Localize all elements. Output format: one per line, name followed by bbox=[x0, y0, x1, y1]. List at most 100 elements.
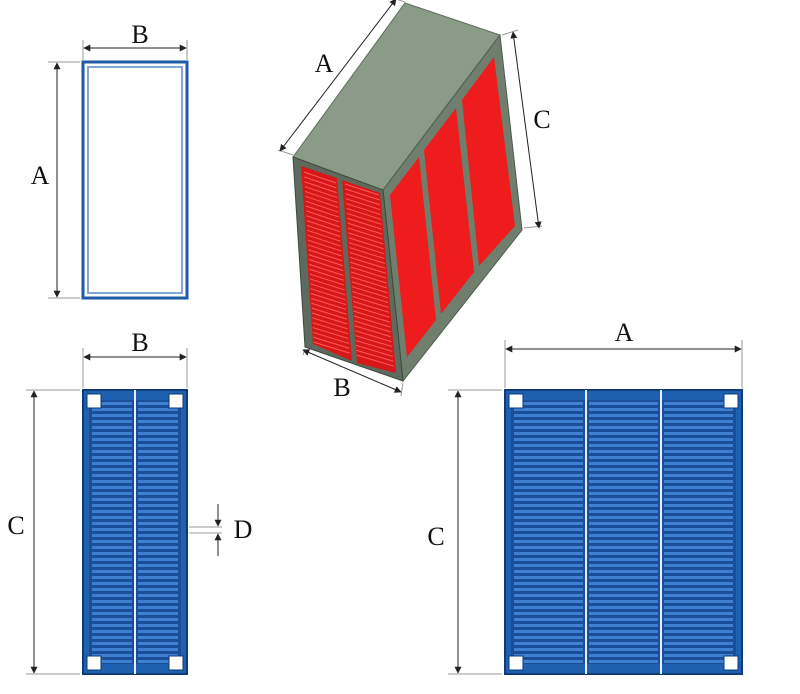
louvre-line bbox=[344, 183, 380, 196]
slat bbox=[514, 504, 583, 507]
louvre-line bbox=[308, 254, 343, 267]
louvre-line bbox=[348, 232, 384, 245]
slat bbox=[664, 462, 733, 465]
slat bbox=[514, 510, 583, 513]
louvre-line bbox=[350, 271, 387, 284]
front-frame-inner bbox=[87, 66, 183, 294]
slat bbox=[138, 660, 178, 663]
iso-right-panel-2 bbox=[424, 108, 474, 314]
slat bbox=[138, 552, 178, 555]
louvre-line bbox=[304, 190, 338, 203]
louvre-line bbox=[351, 276, 388, 289]
slat bbox=[664, 450, 733, 453]
louvre-line bbox=[308, 249, 343, 262]
slat bbox=[92, 468, 132, 471]
slat bbox=[589, 618, 658, 621]
pitch-label: D bbox=[234, 515, 253, 544]
slat bbox=[138, 474, 178, 477]
slat bbox=[92, 498, 132, 501]
slat bbox=[138, 510, 178, 513]
louvre-line bbox=[309, 278, 345, 291]
slat bbox=[589, 594, 658, 597]
louvre-line bbox=[347, 222, 383, 235]
slat bbox=[664, 558, 733, 561]
slat bbox=[589, 570, 658, 573]
slat bbox=[514, 630, 583, 633]
slat bbox=[138, 582, 178, 585]
slat bbox=[92, 582, 132, 585]
slat bbox=[589, 612, 658, 615]
slat bbox=[664, 474, 733, 477]
slat bbox=[589, 630, 658, 633]
side-slats bbox=[86, 390, 184, 674]
corner-bracket bbox=[723, 393, 739, 409]
slat bbox=[138, 528, 178, 531]
louvre-line bbox=[311, 312, 348, 325]
slat bbox=[92, 510, 132, 513]
slat bbox=[664, 408, 733, 411]
slat bbox=[138, 624, 178, 627]
slat bbox=[664, 564, 733, 567]
slat bbox=[138, 588, 178, 591]
slat bbox=[138, 432, 178, 435]
slat bbox=[92, 456, 132, 459]
louvre-line bbox=[354, 325, 392, 338]
front-view: B A bbox=[31, 20, 189, 300]
slat bbox=[514, 534, 583, 537]
slat bbox=[138, 534, 178, 537]
slat bbox=[92, 546, 132, 549]
slat bbox=[589, 546, 658, 549]
louvre-line bbox=[348, 242, 385, 255]
louvre-line bbox=[312, 322, 349, 335]
face-view: A C bbox=[427, 318, 743, 675]
louvre-line bbox=[303, 171, 337, 184]
slat bbox=[514, 546, 583, 549]
slat bbox=[664, 480, 733, 483]
slat bbox=[92, 528, 132, 531]
slat bbox=[92, 486, 132, 489]
louvre-line bbox=[309, 268, 344, 281]
slat bbox=[589, 510, 658, 513]
face-slats bbox=[508, 390, 739, 674]
slat bbox=[589, 492, 658, 495]
slat bbox=[664, 582, 733, 585]
slat bbox=[664, 486, 733, 489]
slat bbox=[514, 558, 583, 561]
slat bbox=[138, 516, 178, 519]
louvre-line bbox=[345, 198, 381, 211]
corner-bracket bbox=[86, 393, 102, 409]
slat bbox=[664, 552, 733, 555]
louvre-line bbox=[349, 247, 385, 260]
slat bbox=[589, 426, 658, 429]
slat bbox=[589, 540, 658, 543]
slat bbox=[92, 420, 132, 423]
slat bbox=[664, 612, 733, 615]
slat bbox=[589, 558, 658, 561]
slat bbox=[514, 420, 583, 423]
slat bbox=[589, 456, 658, 459]
louvre-line bbox=[354, 320, 391, 333]
slat bbox=[664, 444, 733, 447]
slat bbox=[664, 534, 733, 537]
slat bbox=[138, 612, 178, 615]
slat bbox=[589, 642, 658, 645]
slat bbox=[138, 606, 178, 609]
louvre-line bbox=[306, 215, 340, 228]
louvre-line bbox=[350, 266, 387, 279]
louvre-line bbox=[355, 335, 393, 348]
slat bbox=[92, 564, 132, 567]
slat bbox=[664, 402, 733, 405]
slat bbox=[92, 606, 132, 609]
slat bbox=[514, 462, 583, 465]
louvre-line bbox=[306, 220, 341, 233]
slat bbox=[589, 654, 658, 657]
louvre-line bbox=[313, 331, 349, 344]
slat bbox=[92, 444, 132, 447]
slat bbox=[138, 504, 178, 507]
louvre-line bbox=[349, 251, 385, 264]
slat bbox=[589, 588, 658, 591]
slat bbox=[514, 648, 583, 651]
slat bbox=[514, 654, 583, 657]
slat bbox=[92, 552, 132, 555]
louvre-line bbox=[349, 256, 386, 269]
